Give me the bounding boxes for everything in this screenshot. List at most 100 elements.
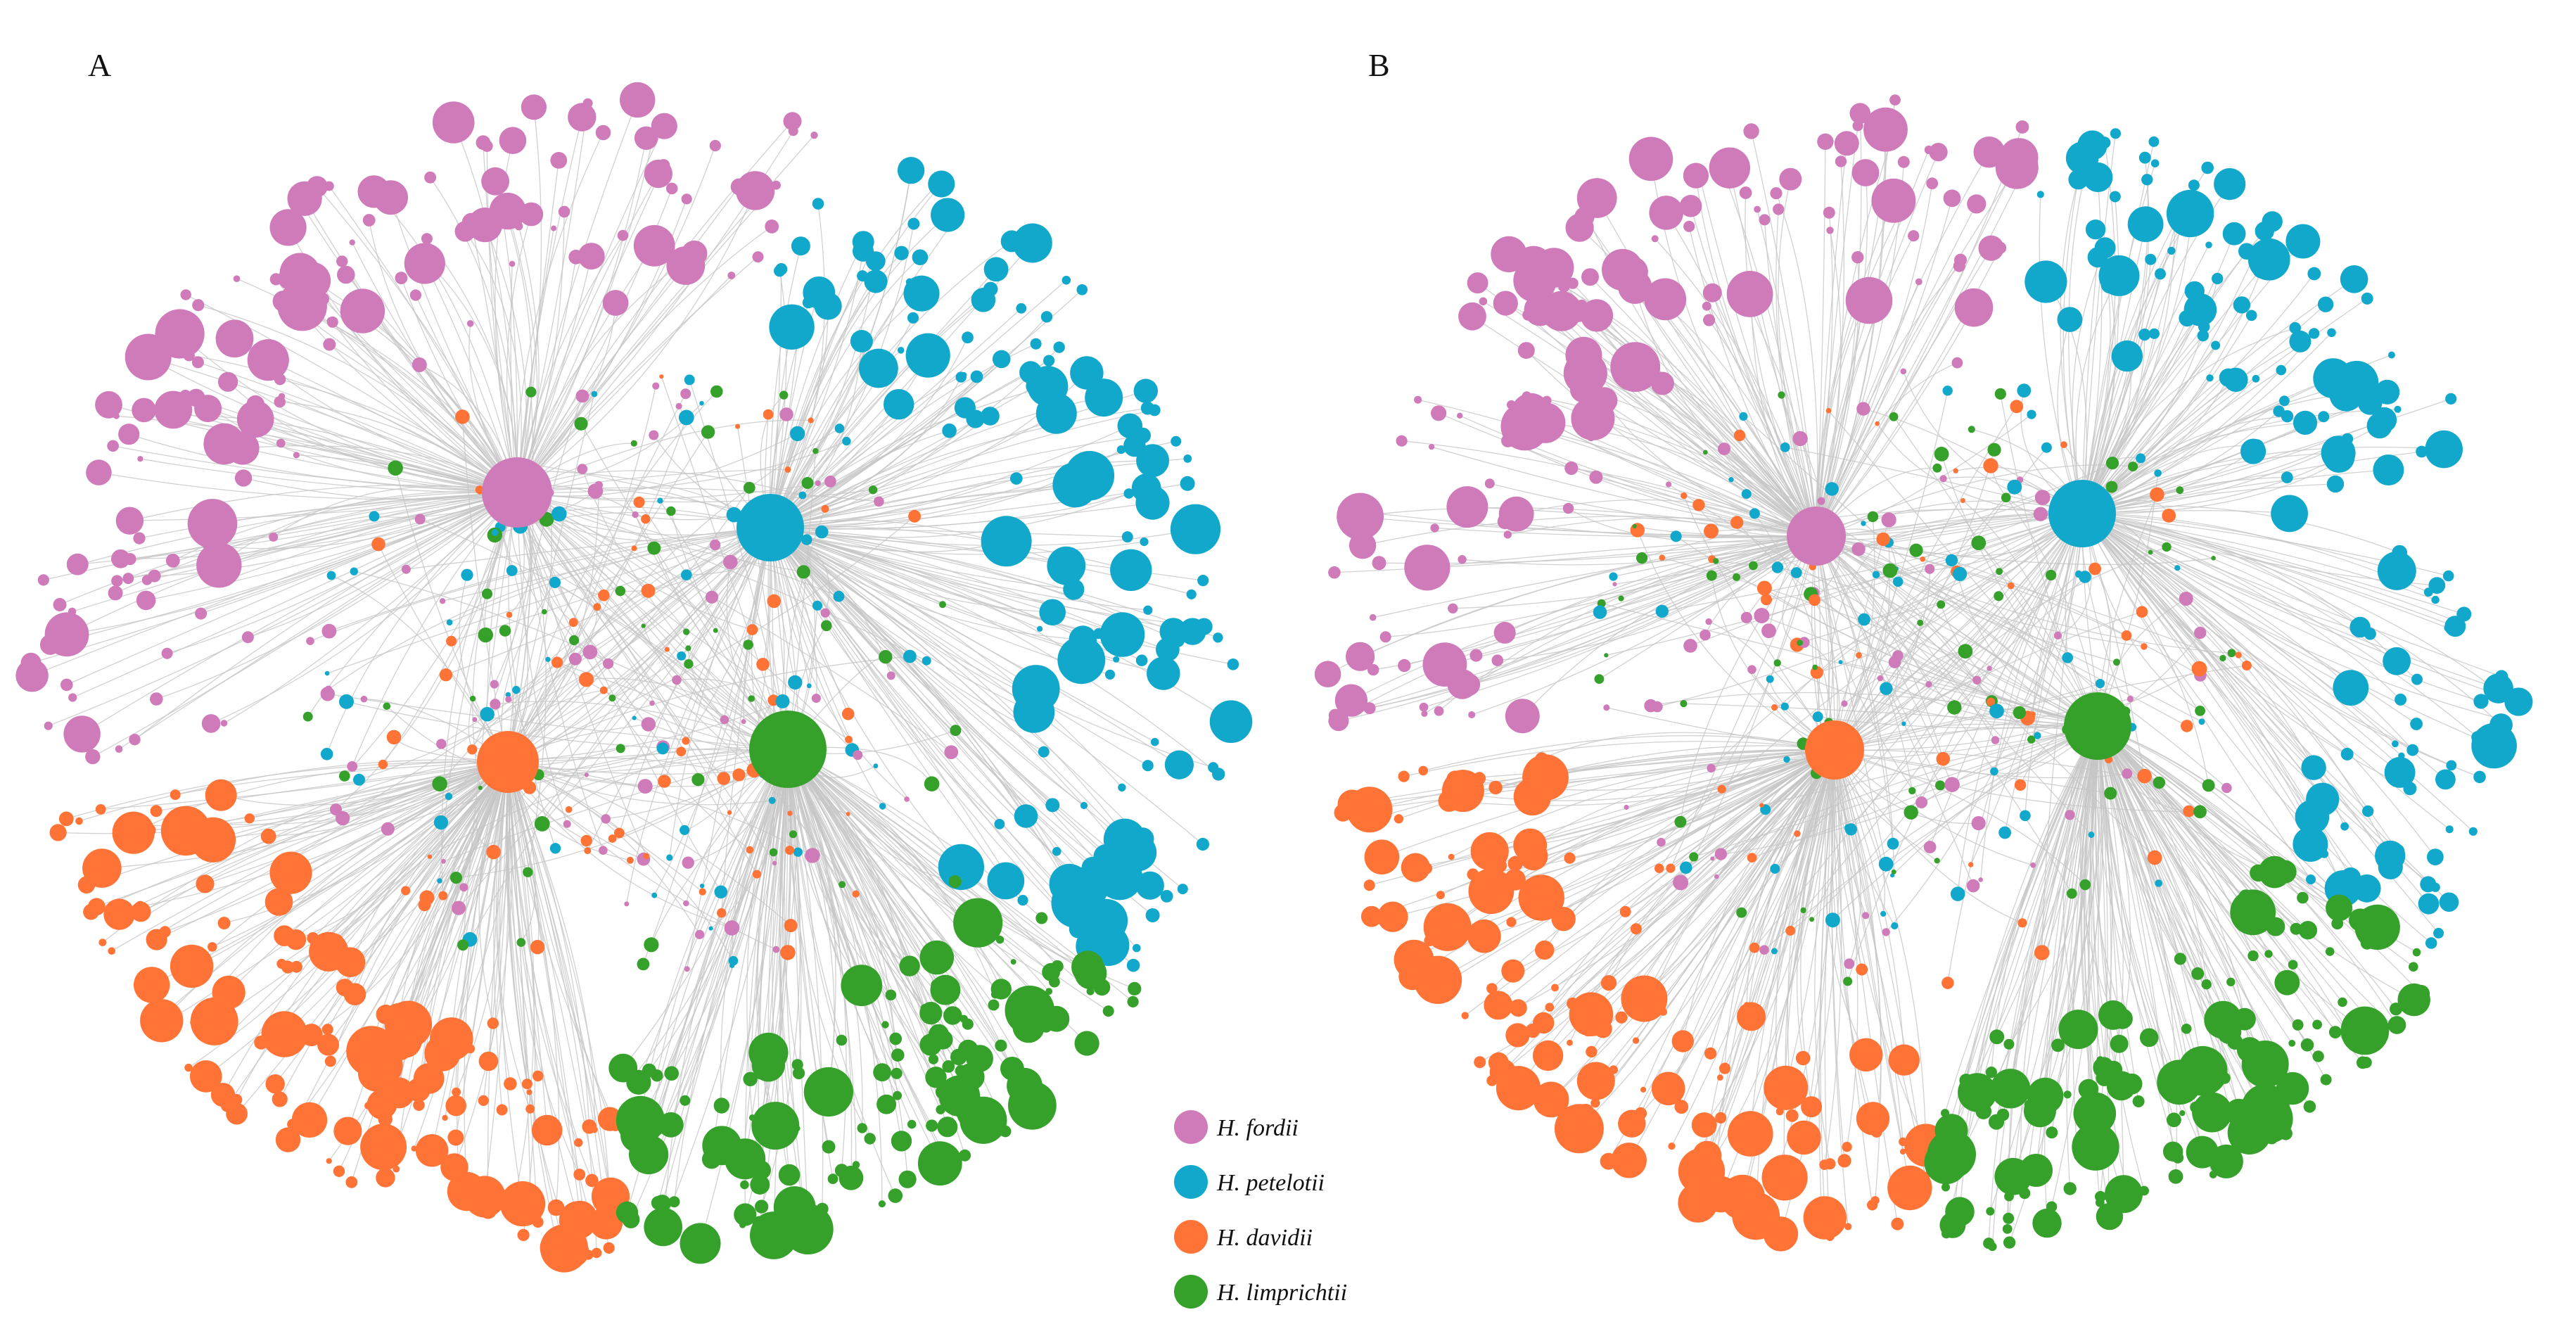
node-fordii <box>820 608 830 618</box>
node-fordii <box>1888 656 1901 668</box>
node-petelotii <box>2431 595 2440 604</box>
edge <box>205 761 509 1077</box>
edge <box>507 761 535 1211</box>
edge <box>32 492 518 676</box>
node-petelotii <box>1143 605 1153 615</box>
edge <box>787 749 946 1163</box>
node-limprichtii <box>1958 644 1973 659</box>
node-davidii <box>752 870 762 879</box>
node-davidii <box>1719 1062 1731 1074</box>
edge <box>304 198 518 493</box>
node-petelotii <box>1998 826 2012 839</box>
node-limprichtii <box>2046 1126 2058 1139</box>
node-fordii <box>874 496 884 507</box>
edge <box>1542 749 1835 1109</box>
node-limprichtii <box>2392 1025 2399 1032</box>
edge <box>1834 749 1899 1224</box>
edge <box>507 761 589 1255</box>
node-petelotii <box>591 390 598 397</box>
edge <box>1697 749 1835 1203</box>
edge <box>1816 535 2072 894</box>
node-limprichtii <box>1917 619 1924 626</box>
node-davidii <box>1936 751 1951 766</box>
node-limprichtii <box>750 1175 770 1195</box>
node-petelotii <box>657 497 663 504</box>
node-davidii <box>160 806 211 856</box>
node-petelotii <box>1891 922 1899 930</box>
edge <box>507 656 910 763</box>
node-fordii <box>681 240 708 267</box>
node-fordii <box>1944 777 1960 792</box>
edge <box>770 527 1204 845</box>
node-limprichtii <box>1904 805 1918 820</box>
node-limprichtii <box>907 1119 917 1129</box>
node-fordii <box>1652 701 1663 713</box>
node-davidii <box>75 817 83 825</box>
edge <box>1834 519 1889 751</box>
node-fordii <box>218 371 238 392</box>
node-davidii <box>1891 1217 1904 1230</box>
edge <box>507 761 560 1208</box>
node-fordii <box>601 814 611 824</box>
edge <box>1816 172 1868 537</box>
edge <box>1834 651 1965 751</box>
edge <box>248 492 518 638</box>
node-fordii <box>1882 928 1890 936</box>
node-fordii <box>2053 631 2062 640</box>
node-limprichtii <box>2298 921 2318 940</box>
node-limprichtii <box>2191 967 2205 980</box>
edge <box>2097 725 2230 1032</box>
node-fordii <box>1779 167 1802 191</box>
node-petelotii <box>2344 453 2351 460</box>
edge <box>1530 749 1835 846</box>
node-petelotii <box>1593 605 1607 619</box>
edge <box>1600 535 1817 613</box>
node-davidii <box>1496 1066 1541 1111</box>
node-limprichtii <box>701 425 715 439</box>
node-limprichtii <box>995 936 1005 944</box>
node-fordii <box>815 480 821 487</box>
node-davidii <box>2183 805 2195 817</box>
node-davidii <box>275 1127 301 1152</box>
node-davidii <box>1577 1104 1595 1121</box>
edge <box>1834 576 2086 751</box>
node-davidii <box>526 1089 533 1095</box>
node-petelotii <box>801 534 812 545</box>
edge <box>120 492 518 559</box>
node-davidii <box>467 744 478 755</box>
node-davidii <box>1630 523 1645 537</box>
edge <box>1774 513 2083 870</box>
edge <box>516 481 831 500</box>
node-davidii <box>603 1242 615 1254</box>
edge <box>310 527 771 642</box>
node-petelotii <box>2083 162 2113 193</box>
node-davidii <box>244 813 255 824</box>
edge <box>2097 725 2340 909</box>
node-petelotii <box>1104 669 1116 680</box>
edge <box>72 492 518 699</box>
node-limprichtii <box>956 1095 990 1129</box>
node-fordii <box>649 430 659 440</box>
edge <box>129 433 518 493</box>
edge <box>1683 495 1835 751</box>
node-fordii <box>587 483 604 499</box>
node-fordii <box>1673 874 1689 891</box>
edge <box>2081 469 2389 514</box>
edge <box>1522 535 1817 717</box>
node-davidii <box>506 611 513 618</box>
node-limprichtii <box>2376 1029 2389 1043</box>
node-petelotii <box>1945 554 1958 567</box>
edge <box>167 492 518 654</box>
edge <box>86 761 509 886</box>
node-limprichtii <box>988 999 1000 1011</box>
edge <box>1362 516 1817 546</box>
node-fordii <box>1954 288 1994 327</box>
node-fordii <box>1467 272 1488 294</box>
node-limprichtii <box>1074 1031 1099 1056</box>
node-petelotii <box>2111 340 2143 372</box>
node-davidii <box>531 1114 563 1146</box>
node-fordii <box>709 139 721 152</box>
edge <box>770 527 1213 768</box>
edge <box>657 749 789 1203</box>
node-davidii <box>2010 400 2024 414</box>
